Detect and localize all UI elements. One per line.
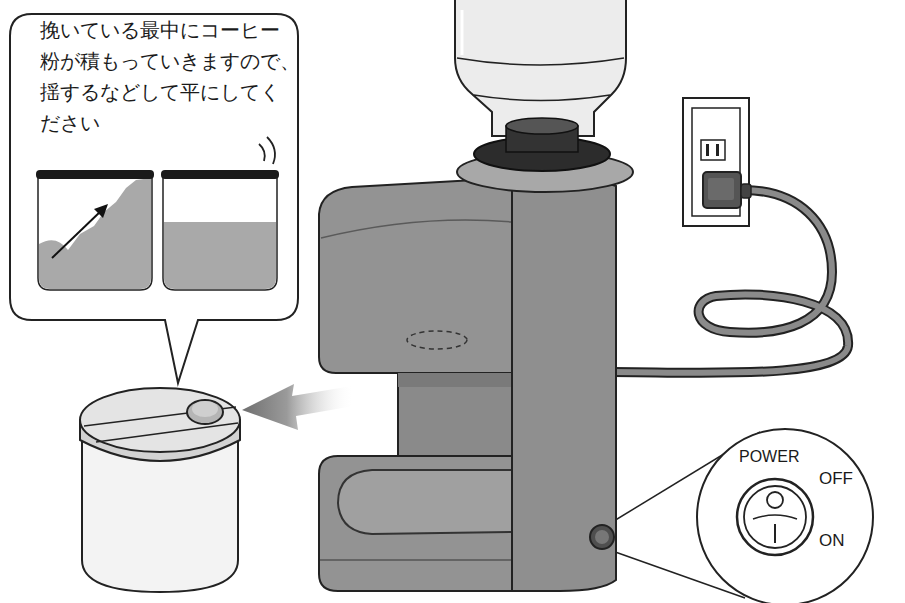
hopper-body <box>455 0 626 136</box>
callout-bubble: 挽いている最中にコーヒー 粉が積もっていきますので、 揺するなどして平にしてく … <box>8 12 300 387</box>
container-lid <box>80 388 240 452</box>
bean-hopper <box>455 0 626 136</box>
outlet-slot <box>716 144 719 156</box>
plug-face <box>708 178 734 200</box>
head-crease <box>321 220 512 238</box>
hopper-line <box>457 58 624 65</box>
inset-circle <box>697 429 873 603</box>
hopper-highlight <box>461 10 464 55</box>
on-symbol <box>774 524 776 543</box>
cup-uneven <box>36 170 154 290</box>
callout-note: 挽いている最中にコーヒー 粉が積もっていきますので、 揺するなどして平にしてく … <box>40 15 312 139</box>
heap-arrow-head <box>94 204 108 218</box>
drip-tray <box>338 470 512 534</box>
cup-outline <box>38 174 152 290</box>
power-plug <box>703 172 751 208</box>
cup-level <box>161 170 279 290</box>
outlet-inner <box>692 108 740 216</box>
heap-arrow-line <box>52 210 102 258</box>
cup-rim <box>36 170 154 179</box>
switch-title: POWER <box>739 447 799 466</box>
body-seam <box>511 180 513 591</box>
wall-outlet <box>683 98 749 226</box>
power-switch-face <box>595 530 609 544</box>
powder-container <box>80 388 240 592</box>
powder-heap <box>39 178 151 289</box>
shake-mark <box>259 144 265 161</box>
grinder-head <box>319 178 512 373</box>
grinder-stand <box>398 373 512 469</box>
switch-inset: POWER OFF ON <box>695 427 875 603</box>
outlet-socket <box>701 140 725 160</box>
power-cord-outline <box>612 190 848 373</box>
off-symbol <box>767 492 783 508</box>
stand-shade <box>398 373 512 387</box>
switch-ring-inner <box>744 486 806 548</box>
cup-rim <box>161 170 279 179</box>
outlet-plate <box>683 98 749 226</box>
power-switch <box>590 525 614 549</box>
cup-outline <box>163 174 277 290</box>
lid-knob-top <box>192 401 218 417</box>
switch-ring <box>737 479 813 555</box>
lid-knob <box>187 400 223 424</box>
grinder-column <box>500 176 616 591</box>
lid-line <box>96 423 238 442</box>
plug-body <box>703 172 741 208</box>
outlet-slot <box>706 144 709 156</box>
power-cord <box>612 190 848 373</box>
hopper-knob <box>506 118 578 134</box>
remove-arrow <box>242 384 354 430</box>
chute-outlet <box>407 331 467 349</box>
powder-level <box>164 222 276 289</box>
grinder-body <box>319 118 633 591</box>
plug-strain <box>741 184 751 198</box>
grinder-base <box>319 456 512 591</box>
switch-state: ON <box>819 531 845 551</box>
shake-mark <box>267 137 275 164</box>
hopper-line <box>474 95 610 101</box>
rocker-divide <box>753 515 797 519</box>
switch-state: OFF <box>819 469 853 489</box>
base-edge <box>320 559 512 561</box>
